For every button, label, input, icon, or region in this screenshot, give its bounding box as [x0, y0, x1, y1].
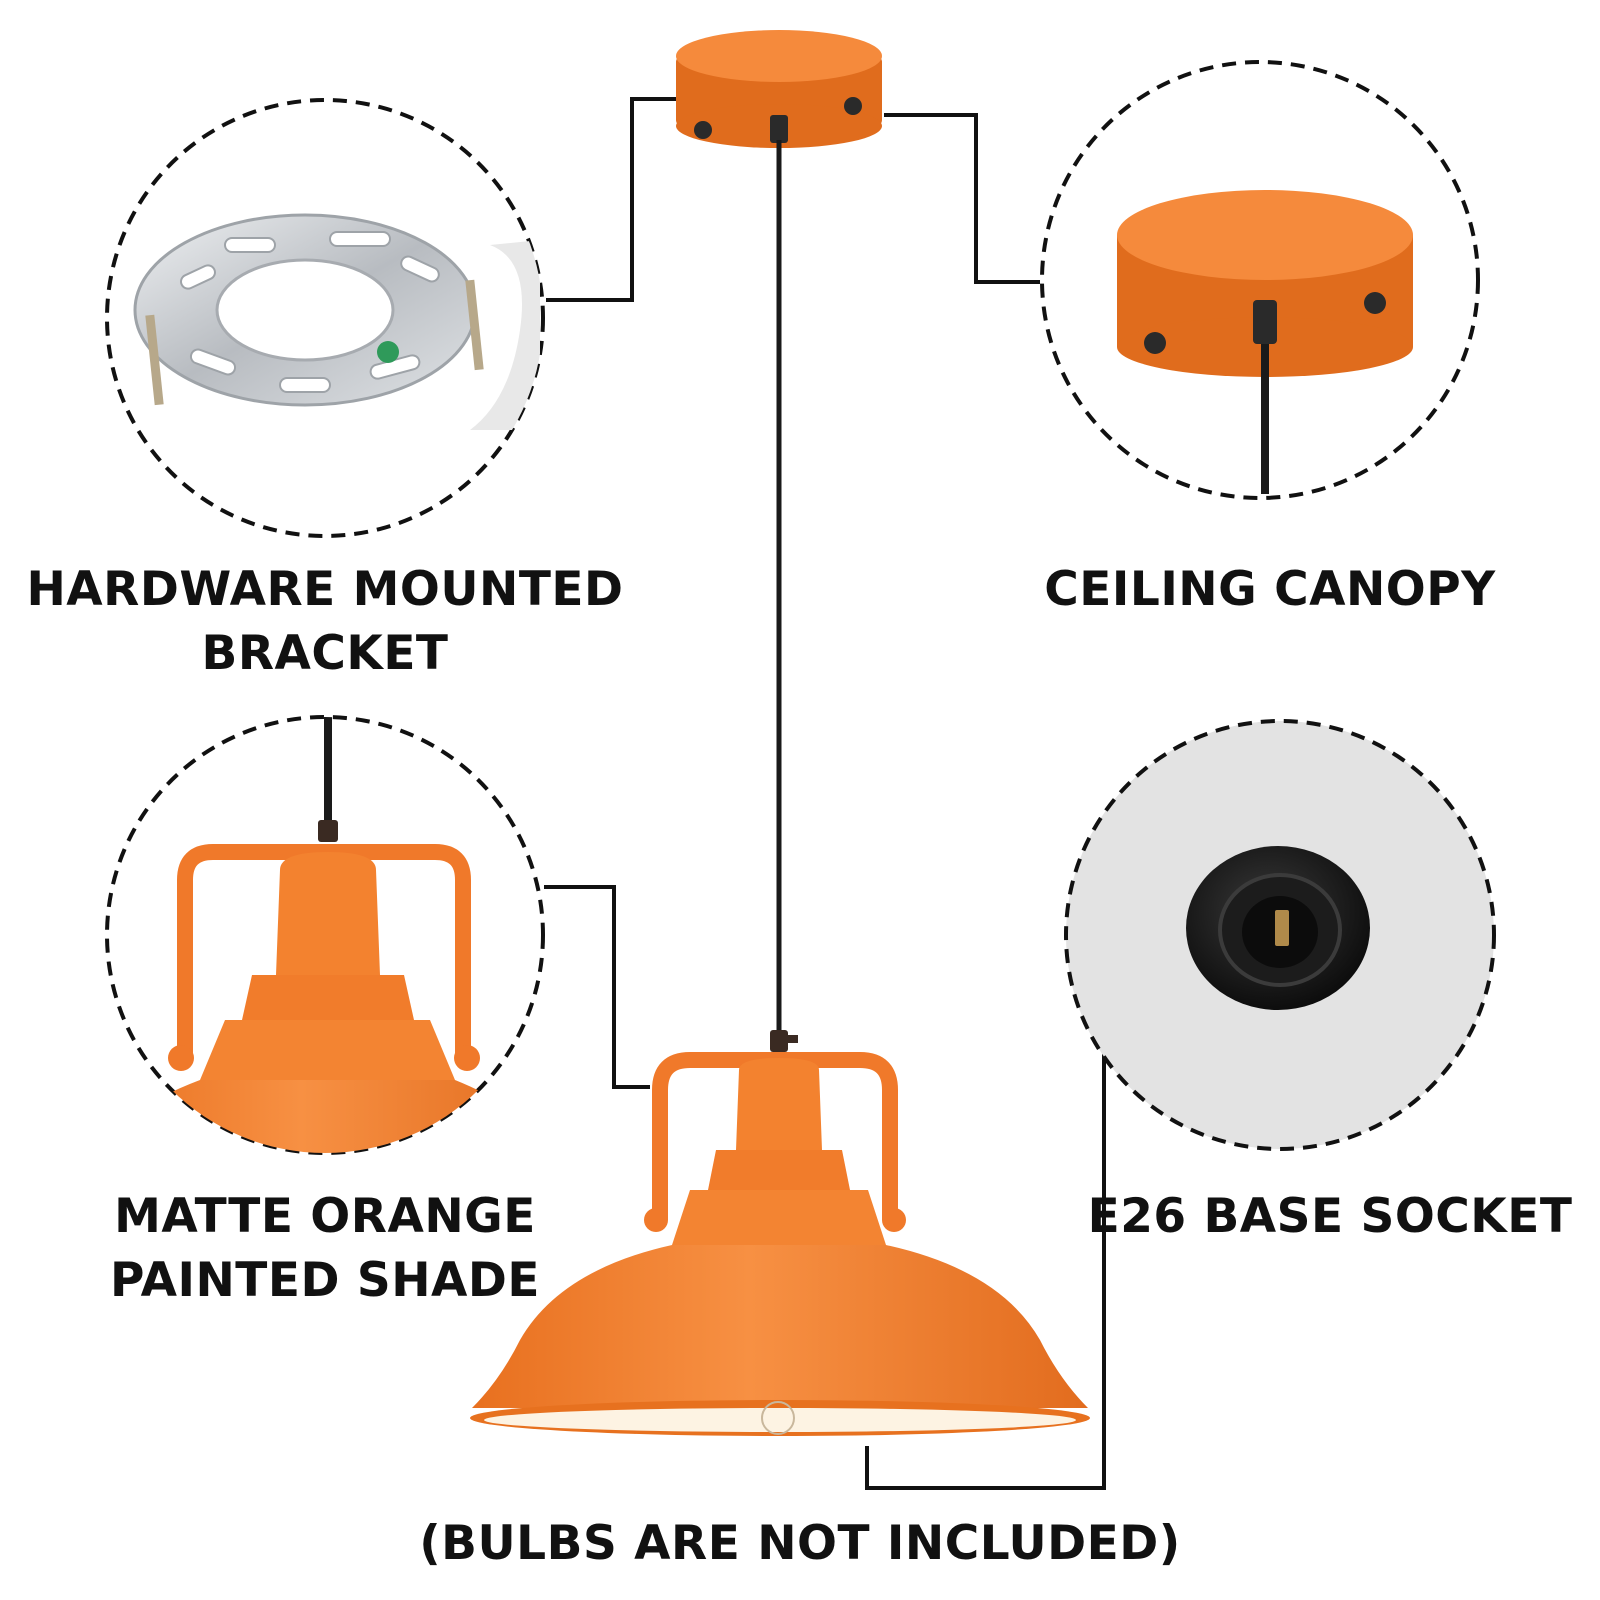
- leader-line-canopy: [884, 113, 1040, 284]
- label-socket: E26 BASE SOCKET: [1080, 1185, 1580, 1249]
- label-socket-line1: E26 BASE SOCKET: [1087, 1189, 1573, 1244]
- label-shade-line2: PAINTED SHADE: [109, 1253, 541, 1308]
- label-bracket: HARDWARE MOUNTED BRACKET: [25, 558, 625, 686]
- main-pendant-shade: [470, 1030, 1090, 1436]
- label-canopy-line1: CEILING CANOPY: [1044, 562, 1496, 617]
- footer-note: (BULBS ARE NOT INCLUDED): [419, 1516, 1181, 1571]
- leader-line-socket: [865, 1040, 1106, 1490]
- callout-socket-circle: [1064, 719, 1496, 1151]
- ceiling-canopy-icon: [1117, 190, 1413, 494]
- e26-socket-icon: [1186, 846, 1370, 1010]
- leader-line-shade: [544, 885, 650, 1089]
- callout-shade-circle: [105, 715, 545, 1155]
- leader-line-bracket: [546, 97, 676, 302]
- callout-bracket-circle: [105, 98, 545, 538]
- mounting-bracket-icon: [133, 213, 540, 430]
- label-bracket-line1: HARDWARE MOUNTED: [26, 562, 624, 617]
- label-shade: MATTE ORANGE PAINTED SHADE: [65, 1185, 585, 1313]
- label-bracket-line2: BRACKET: [201, 626, 449, 681]
- label-canopy: CEILING CANOPY: [1010, 558, 1530, 622]
- leader-lines: [544, 97, 1106, 1490]
- main-ceiling-canopy: [676, 30, 882, 148]
- label-shade-line1: MATTE ORANGE: [114, 1189, 536, 1244]
- callout-canopy-circle: [1040, 60, 1480, 500]
